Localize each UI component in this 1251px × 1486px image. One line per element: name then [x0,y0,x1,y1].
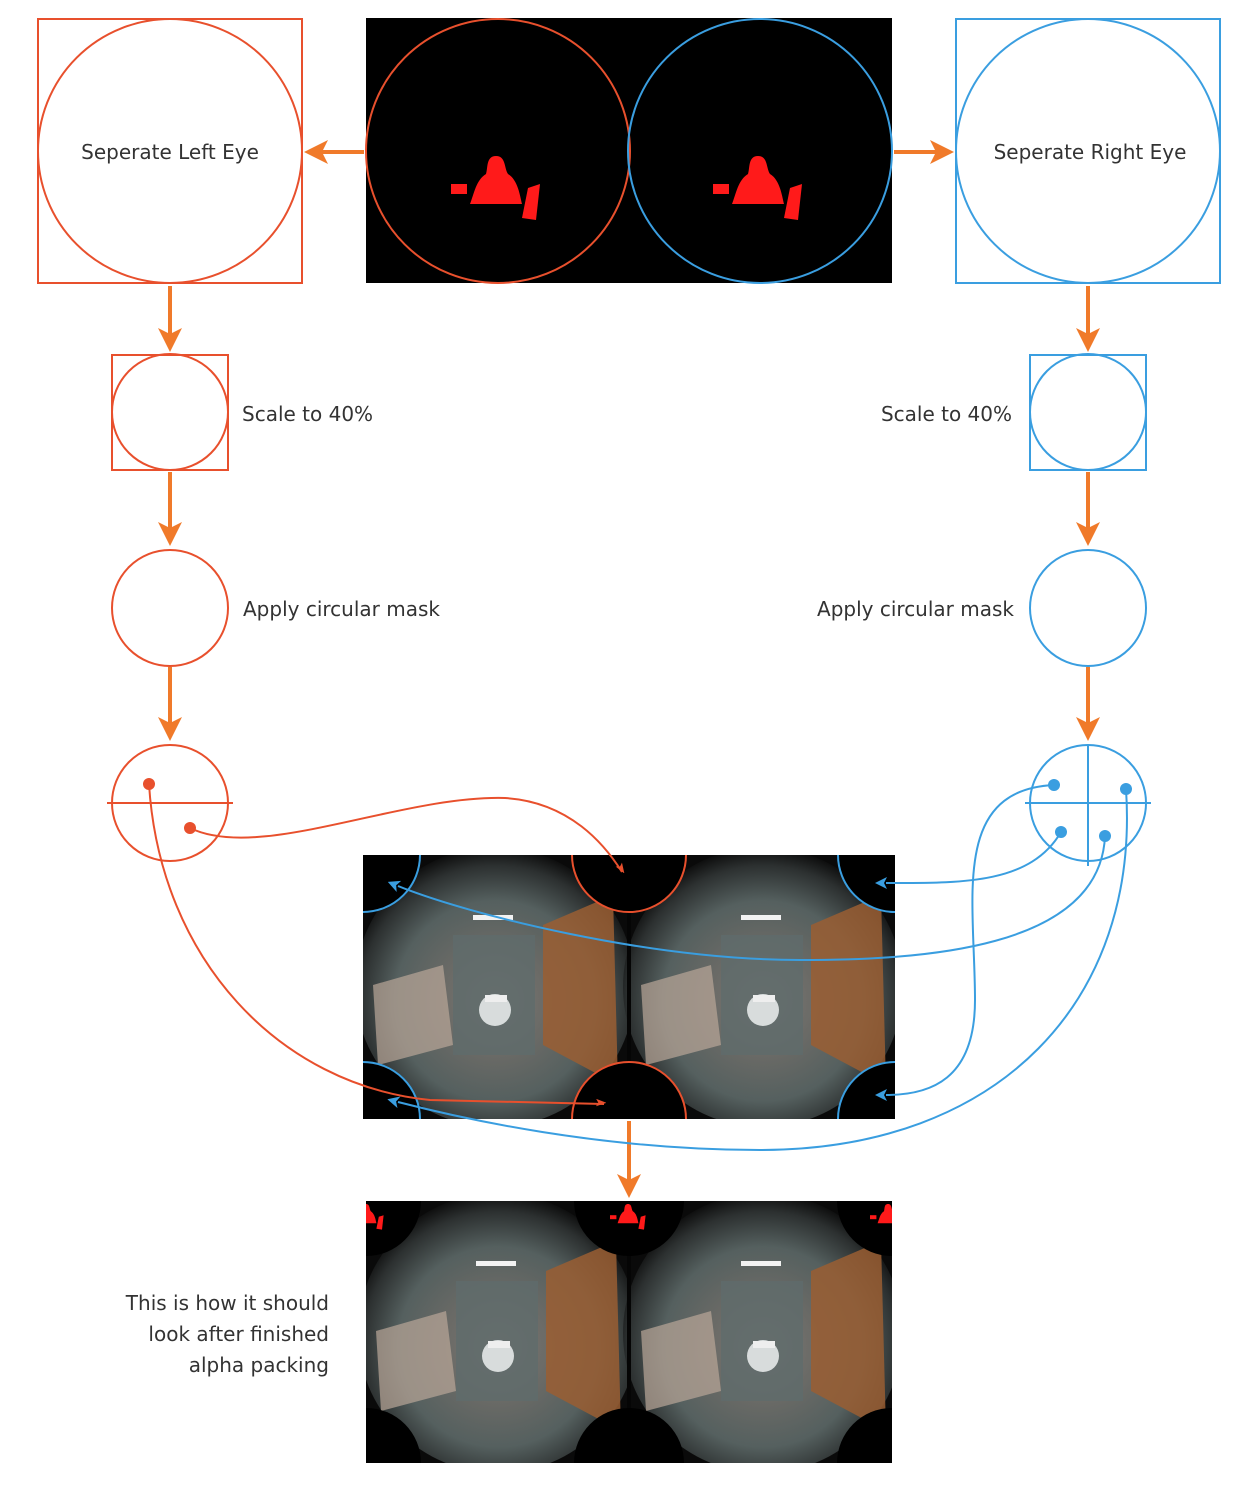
left-split-node [107,744,233,862]
placement-connectors [148,783,1128,1152]
stereo-mask-image [365,18,893,284]
flow-arrows [158,140,1100,1198]
right-scale-node [1029,353,1147,471]
right-mask-node [1029,549,1147,667]
result-note-line2: look after finished [148,1322,329,1346]
right-mask-label: Apply circular mask [817,597,1014,621]
right-separate-label: Seperate Right Eye [994,140,1187,164]
left-separate-label: Seperate Left Eye [81,140,259,164]
stereo-photo-with-guides [363,855,895,1119]
left-mask-label: Apply circular mask [243,597,440,621]
left-separate-node [37,18,303,284]
left-eye-outline [365,18,631,284]
left-scale-label: Scale to 40% [242,402,373,426]
left-mask-node [111,549,229,667]
right-separate-node [955,18,1221,284]
right-split-node [1025,744,1151,866]
result-note-line3: alpha packing [189,1353,329,1377]
left-scale-node [111,353,229,471]
final-packed-image [366,1201,892,1463]
right-eye-outline [627,18,893,284]
right-scale-label: Scale to 40% [881,402,1012,426]
result-note-line1: This is how it should [125,1291,329,1315]
